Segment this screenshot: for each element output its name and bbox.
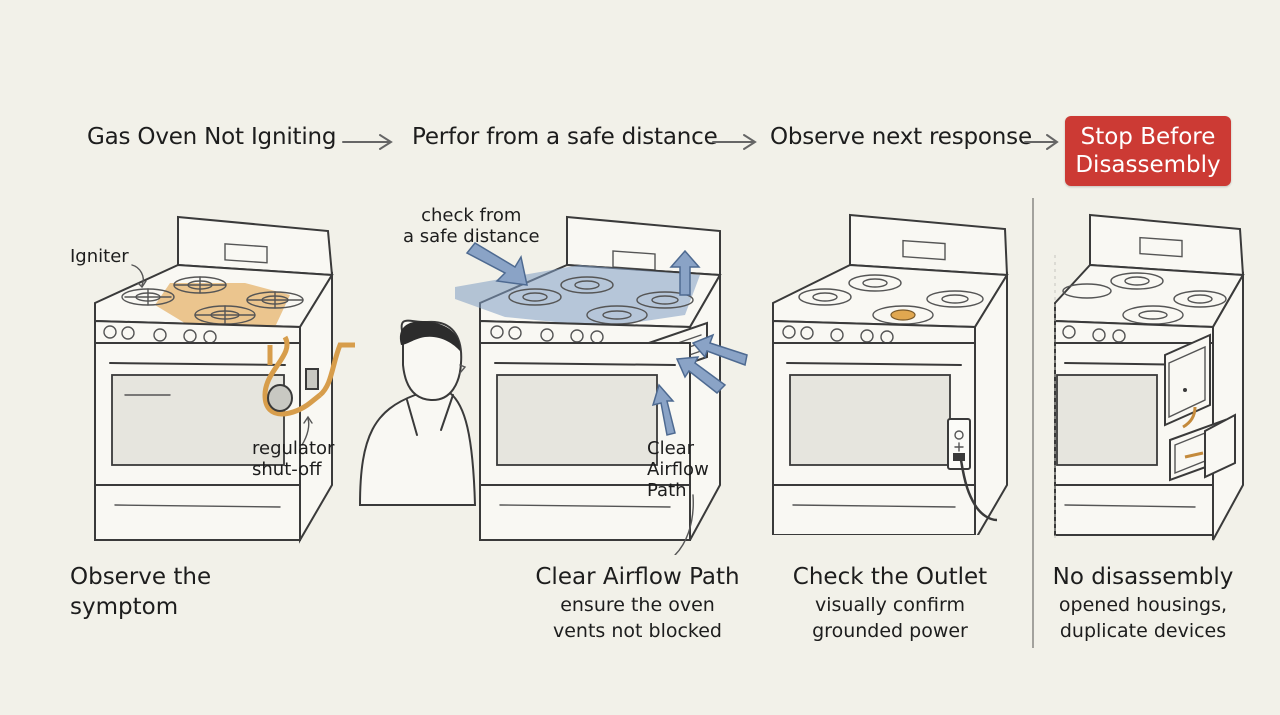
label-igniter: Igniter [70,246,129,267]
label-airflow-line-1: Clear [647,438,695,459]
stove-icon [94,215,355,544]
label-check-distance: check from a safe distance [403,205,540,247]
caption-observe-symptom: Observe the symptom [70,562,320,622]
right-arrow-icon [1024,134,1059,150]
flow-step-1: Gas Oven Not Igniting [87,124,337,150]
caption-sub-line-2: duplicate devices [1059,620,1227,642]
outlet-icon [947,418,998,522]
caption-check-outlet: Check the Outlet visually confirm ground… [780,562,1000,644]
stop-badge-line-1: Stop Before [1080,124,1216,150]
label-airflow-line-3: Path [647,480,687,501]
label-regulator-line-1: regulator [252,438,335,459]
caption-sub-line-1: opened housings, [1058,594,1228,616]
label-regulator-line-2: shut-off [252,459,322,480]
airflow-illustration [358,215,748,555]
caption-main: Observe the symptom [70,564,212,620]
caption-sub-line-2: grounded power [812,620,968,642]
flow-step-3: Observe next response [770,124,1032,150]
caption-clear-airflow: Clear Airflow Path ensure the oven vents… [520,562,755,644]
caption-main: No disassembly [1052,564,1234,590]
right-arrow-icon [342,134,393,150]
label-regulator: regulator shut-off [252,438,334,480]
caption-main: Check the Outlet [792,564,988,590]
caption-sub-line-1: ensure the oven [560,594,715,616]
outlet-illustration [772,213,1009,535]
right-arrow-icon [712,134,757,150]
caption-sub-line-2: vents not blocked [552,620,722,642]
caption-sub-line-1: visually confirm [814,594,965,616]
label-clear-airflow: Clear Airflow Path [647,438,709,501]
flow-step-2: Perfor from a safe distance [412,124,718,150]
person-icon [358,319,477,506]
disassembly-illustration [1054,213,1245,541]
label-check-line-1: check from [421,205,522,226]
label-airflow-line-2: Airflow [647,459,709,480]
panel-divider [1032,198,1034,648]
caption-main: Clear Airflow Path [535,564,740,590]
label-check-line-2: a safe distance [403,226,540,247]
stop-badge-line-2: Disassembly [1075,152,1221,178]
caption-no-disassembly: No disassembly opened housings, duplicat… [1052,562,1234,644]
stop-badge: Stop Before Disassembly [1065,116,1231,186]
